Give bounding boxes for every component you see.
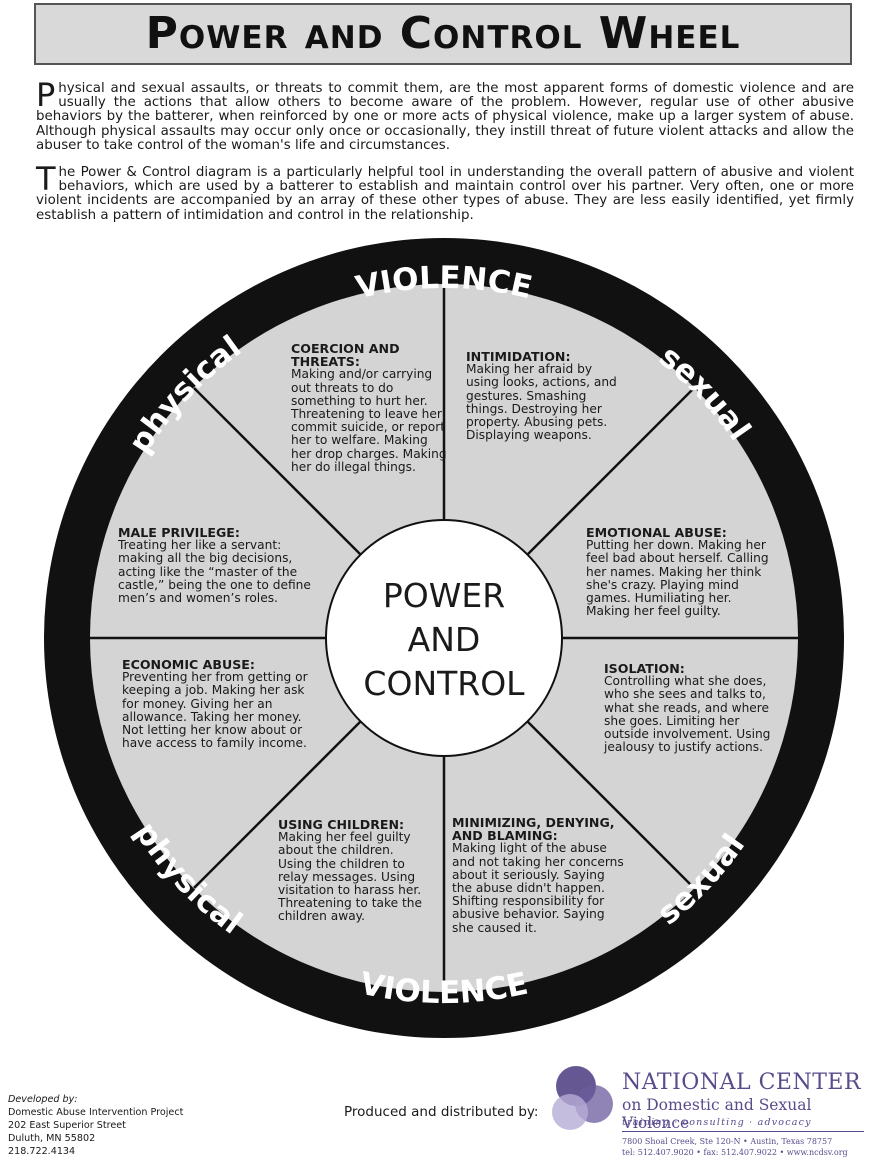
segment-male-privilege: MALE PRIVILEGE: Treating her like a serv… (118, 526, 328, 605)
segment-isolation: ISOLATION: Controlling what she does, wh… (604, 662, 779, 754)
ncdsv-logo-icon (552, 1066, 613, 1130)
wheel-center (325, 519, 563, 757)
segment-body: Making her feel guilty about the childre… (278, 830, 422, 924)
segment-body: Making and/or carrying out threats to do… (291, 367, 447, 474)
segment-body: Preventing her from getting or keeping a… (122, 670, 308, 751)
segment-heading: COERCION AND THREATS: (291, 341, 400, 370)
center-line-power: POWER (382, 576, 506, 615)
segment-heading: ECONOMIC ABUSE: (122, 657, 255, 672)
segment-heading: INTIMIDATION: (466, 349, 571, 364)
segment-body: Making her afraid by using looks, action… (466, 362, 617, 443)
center-line-control: CONTROL (363, 664, 525, 703)
ncdsv-name: NATIONAL CENTER (622, 1070, 862, 1095)
developed-by-org: Domestic Abuse Intervention Project (8, 1107, 184, 1118)
segment-heading: MALE PRIVILEGE: (118, 525, 240, 540)
segment-body: Controlling what she does, who she sees … (604, 674, 771, 755)
drop-cap-1: P (36, 76, 56, 114)
drop-cap-2: T (36, 160, 56, 198)
segment-heading: ISOLATION: (604, 661, 685, 676)
developed-by-street: 202 East Superior Street (8, 1120, 126, 1131)
page-title: Power and Control Wheel (145, 8, 741, 59)
segment-economic-abuse: ECONOMIC ABUSE: Preventing her from gett… (122, 658, 317, 750)
intro-paragraph-1-text: hysical and sexual assaults, or threats … (36, 81, 854, 153)
ncdsv-tagline: training · consulting · advocacy (622, 1117, 812, 1128)
ncdsv-address-block: 7800 Shoal Creek, Ste 120-N • Austin, Te… (622, 1136, 867, 1158)
segment-heading: MINIMIZING, DENYING, AND BLAMING: (452, 815, 615, 844)
title-bar: Power and Control Wheel (34, 3, 852, 65)
ncdsv-address: 7800 Shoal Creek, Ste 120-N • Austin, Te… (622, 1137, 833, 1146)
segment-heading: USING CHILDREN: (278, 817, 405, 832)
developed-by-block: Developed by: Domestic Abuse Interventio… (8, 1093, 208, 1158)
developed-by-city: Duluth, MN 55802 (8, 1133, 96, 1144)
produced-by-label: Produced and distributed by: (344, 1104, 539, 1120)
segment-coercion-and-threats: COERCION AND THREATS: Making and/or carr… (291, 342, 451, 474)
segment-minimizing-denying-blaming: MINIMIZING, DENYING, AND BLAMING: Making… (452, 816, 627, 935)
segment-using-children: USING CHILDREN: Making her feel guilty a… (278, 818, 428, 924)
developed-by-label: Developed by: (8, 1094, 78, 1105)
segment-body: Making light of the abuse and not taking… (452, 841, 624, 935)
segment-body: Treating her like a servant: making all … (118, 538, 311, 606)
intro-paragraph-2-text: he Power & Control diagram is a particul… (36, 165, 854, 223)
power-control-wheel: VIOLENCE physical sexual VIOLENCE physic… (44, 238, 844, 1038)
ncdsv-subtitle: on Domestic and Sexual Violence (622, 1096, 812, 1132)
segment-intimidation: INTIMIDATION: Making her afraid by using… (466, 350, 626, 442)
segment-body: Putting her down. Making her feel bad ab… (586, 538, 769, 619)
developed-by-phone: 218.722.4134 (8, 1146, 76, 1157)
segment-heading: EMOTIONAL ABUSE: (586, 525, 727, 540)
segment-emotional-abuse: EMOTIONAL ABUSE: Putting her down. Makin… (586, 526, 776, 618)
center-label: POWER AND CONTROL (344, 574, 544, 706)
ncdsv-contact: tel: 512.407.9020 • fax: 512.407.9022 • … (622, 1148, 848, 1157)
center-line-and: AND (407, 620, 481, 659)
ncdsv-divider (622, 1131, 864, 1132)
